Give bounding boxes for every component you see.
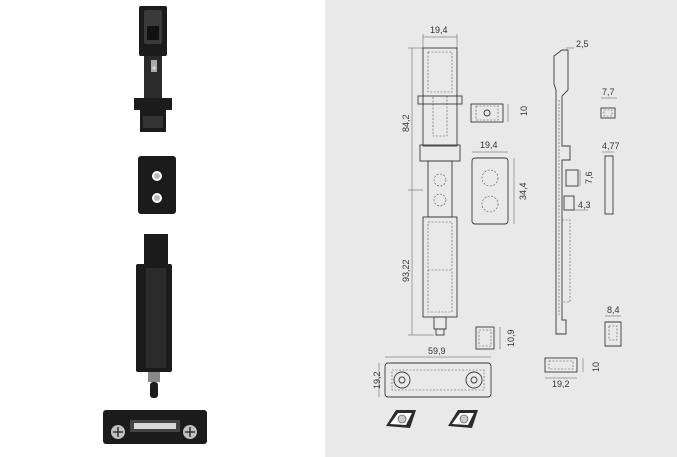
dim-offset-top: 2,5 xyxy=(576,39,589,49)
dim-clip-thickness: 4,77 xyxy=(602,141,620,151)
base-view: 19,2 10 xyxy=(544,357,601,389)
dim-clip-width: 7,7 xyxy=(602,87,615,97)
dim-slot-offset: 4,3 xyxy=(578,200,591,210)
dim-lower-length: 93,22 xyxy=(401,259,411,282)
main-front-view: 19,4 84,2 93,22 xyxy=(401,25,463,336)
dim-plate-height: 34,4 xyxy=(518,182,528,200)
product-photos xyxy=(103,6,207,444)
lower-bolt-photo xyxy=(136,234,172,398)
plate-view: 19,4 34,4 xyxy=(471,140,528,225)
technical-drawing-panel: 19,4 84,2 93,22 xyxy=(325,0,677,457)
dim-small-block-height: 10,9 xyxy=(506,329,516,347)
dim-cap-width: 8,4 xyxy=(607,305,620,315)
thin-strip-detail: 4,77 xyxy=(602,141,620,215)
dim-body-width: 19,4 xyxy=(430,25,448,35)
technical-drawing: 19,4 84,2 93,22 xyxy=(372,25,622,428)
screw-cover-right xyxy=(448,410,478,428)
dim-base-width: 19,2 xyxy=(552,379,570,389)
dim-upper-length: 84,2 xyxy=(401,114,411,132)
dim-base-height: 10 xyxy=(591,362,601,372)
screw-cover-left xyxy=(386,410,416,428)
dim-block-height: 10 xyxy=(519,106,529,116)
dim-slot-height: 7,6 xyxy=(584,171,594,184)
plate-photo xyxy=(138,156,176,214)
dim-plate-width: 19,4 xyxy=(480,140,498,150)
clip-detail: 7,7 xyxy=(600,87,617,119)
strike-plate-photo xyxy=(103,410,207,444)
product-photo-panel xyxy=(0,0,325,457)
side-view: 2,5 7,6 4,3 xyxy=(553,39,594,335)
small-block-view: 10 xyxy=(470,103,529,123)
strike-plate-view: 59,9 19,2 xyxy=(372,346,492,398)
cap-detail: 8,4 xyxy=(604,305,622,347)
upper-bolt-photo xyxy=(134,6,172,132)
dim-strike-height: 19,2 xyxy=(372,371,382,389)
dim-strike-length: 59,9 xyxy=(428,346,446,356)
small-block-bottom-view: 10,9 xyxy=(475,326,516,350)
